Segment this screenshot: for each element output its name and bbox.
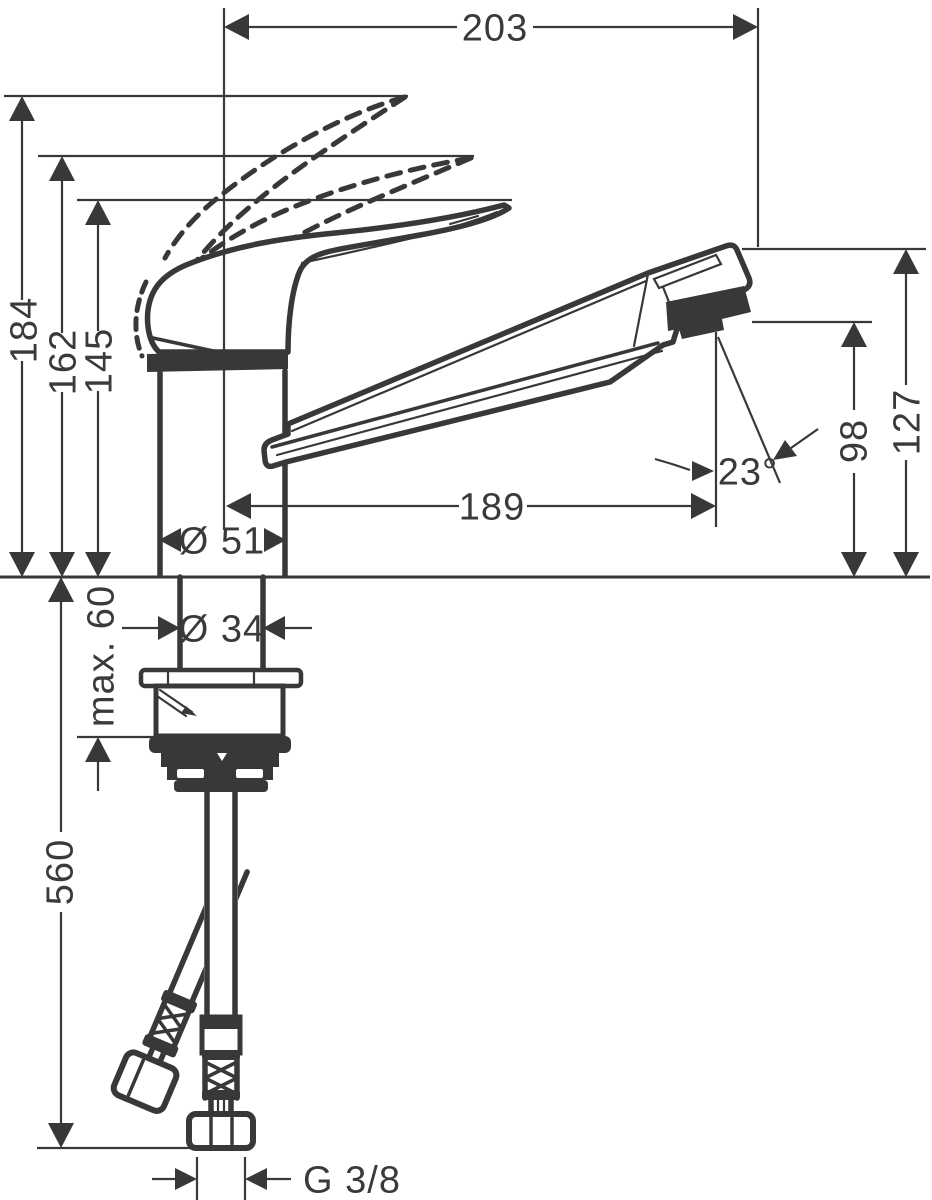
dimension-labels: 203 184 162 145 189 Ø 51 Ø 34 max. 60 56… bbox=[3, 7, 928, 1200]
spout-top-highlight bbox=[290, 279, 648, 433]
dim-max60 bbox=[77, 735, 157, 791]
clamp-body bbox=[153, 683, 286, 739]
dim-max60-label: max. 60 bbox=[80, 585, 122, 727]
handle-back-arc-dashed bbox=[133, 279, 149, 359]
clamp-wedge-tip bbox=[181, 706, 197, 716]
dim-162-label: 162 bbox=[42, 329, 84, 395]
mounting-nut-band1 bbox=[149, 736, 291, 753]
spout-mid-crease bbox=[270, 341, 660, 449]
lever-tip-detail bbox=[448, 214, 480, 226]
dim-23deg-label: 23° bbox=[718, 451, 778, 493]
hose2-connector-facet bbox=[126, 1058, 146, 1098]
thread-slot-right bbox=[236, 769, 263, 778]
dim-51-label: Ø 51 bbox=[179, 520, 265, 562]
dim-34 bbox=[122, 616, 312, 640]
cartridge-cap-band bbox=[147, 351, 288, 372]
handle-raised-bottom-edge bbox=[187, 94, 408, 273]
supply-hose-vertical bbox=[186, 789, 256, 1151]
hose1-hex-facets bbox=[209, 1116, 234, 1146]
hose1-hex-nut bbox=[186, 1111, 256, 1151]
mounting-hardware bbox=[138, 667, 304, 792]
dim-189-label: 189 bbox=[459, 486, 525, 528]
hose1-braid-lattice bbox=[203, 1060, 239, 1096]
dim-g38-label: G 3/8 bbox=[303, 1159, 401, 1200]
spout-head-junction bbox=[632, 272, 650, 348]
hose2-crimp-top bbox=[161, 989, 198, 1014]
handle-mid-bottom-edge bbox=[202, 155, 474, 301]
lever-crease bbox=[300, 210, 499, 265]
dim-23deg bbox=[654, 332, 819, 527]
hose2-connector-nut bbox=[110, 1049, 180, 1114]
lever-base-slant bbox=[151, 336, 234, 357]
handle-lever bbox=[144, 202, 512, 357]
hose1-crimp-top bbox=[202, 1050, 240, 1060]
mounting-shank bbox=[177, 574, 266, 674]
dim-560-label: 560 bbox=[39, 839, 81, 905]
clamp-wedge-line2 bbox=[155, 694, 188, 718]
dim-98-label: 98 bbox=[833, 419, 875, 463]
dim-127-label: 127 bbox=[886, 389, 928, 455]
shank-fill bbox=[178, 577, 265, 671]
dim-145-label: 145 bbox=[78, 328, 120, 394]
spout bbox=[261, 242, 753, 470]
dim-189 bbox=[226, 493, 716, 519]
hose1-sleeve-cap bbox=[200, 1015, 242, 1029]
hose2-braid-lattice bbox=[149, 1002, 190, 1046]
spout-outline bbox=[261, 242, 753, 470]
angle-reference-line bbox=[716, 336, 782, 484]
dim-184 bbox=[4, 94, 408, 577]
dim-127 bbox=[742, 247, 926, 577]
dim-98 bbox=[752, 320, 872, 577]
spout-top-face-detail bbox=[652, 253, 723, 290]
hose2-crimp-bottom bbox=[142, 1034, 179, 1058]
mounting-nut-band2 bbox=[161, 753, 279, 767]
aerator bbox=[666, 286, 751, 339]
hose1-crimp-bottom bbox=[202, 1090, 240, 1100]
dim-34-label: Ø 34 bbox=[179, 608, 265, 650]
dim-g38 bbox=[152, 1157, 291, 1200]
dim-560 bbox=[37, 577, 192, 1150]
spout-mid-crease-thin bbox=[275, 349, 664, 457]
dim-203-label: 203 bbox=[462, 7, 528, 49]
thread-slot-left bbox=[177, 769, 204, 778]
dimension-annotations bbox=[4, 8, 926, 1200]
dim-162 bbox=[38, 154, 474, 577]
handle-raised-top-edge bbox=[162, 94, 408, 261]
dim-184-label: 184 bbox=[3, 297, 45, 363]
dim-51 bbox=[159, 528, 286, 552]
dim-203 bbox=[224, 14, 758, 40]
nut-notch bbox=[217, 753, 227, 761]
nut-center-tab bbox=[214, 763, 230, 792]
dim-145 bbox=[77, 198, 512, 577]
